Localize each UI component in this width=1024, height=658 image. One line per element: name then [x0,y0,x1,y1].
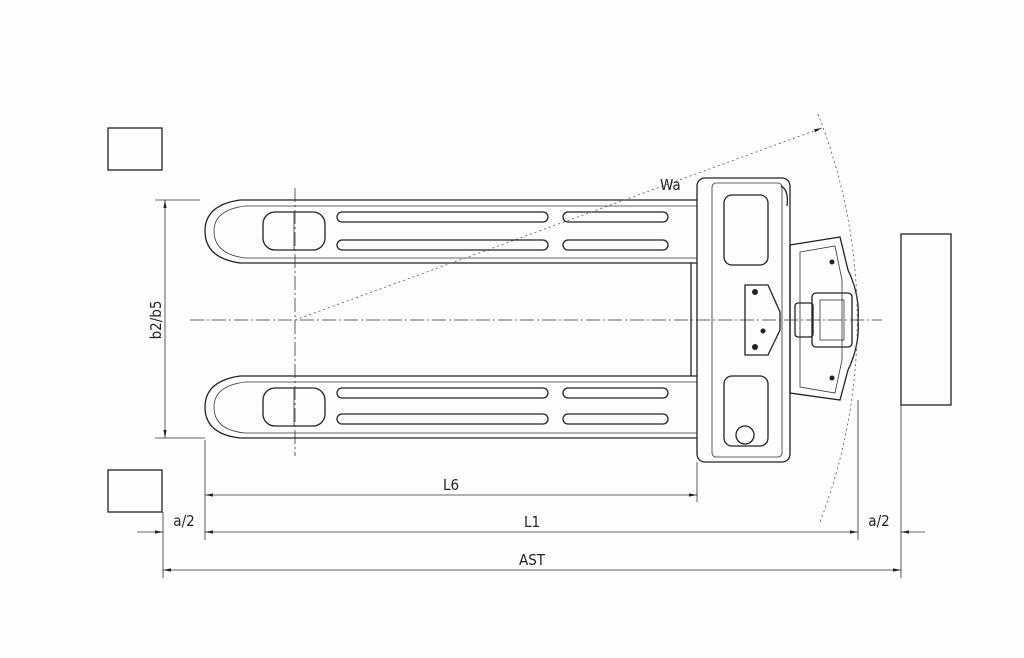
aisle-right-label: a/2 [868,512,889,530]
width-label: b2/b5 [147,301,165,340]
turning-radius-label: Wa [660,176,681,194]
turning-radius-arc [817,113,858,523]
pallet-block-right [900,233,952,406]
pallet-block-top-left [107,127,163,171]
fork-upper [204,199,697,264]
turning-radius-line [294,127,823,321]
aisle-left-label: a/2 [173,512,194,530]
aisle-width-label: AST [519,551,546,569]
extension-lines [155,199,902,578]
fork-lower [204,375,697,439]
length-label: L1 [524,513,540,531]
truck-head [696,177,791,463]
pallet-block-bottom-left [107,469,163,513]
drive-unit [789,236,859,401]
fork-length-label: L6 [443,476,459,494]
